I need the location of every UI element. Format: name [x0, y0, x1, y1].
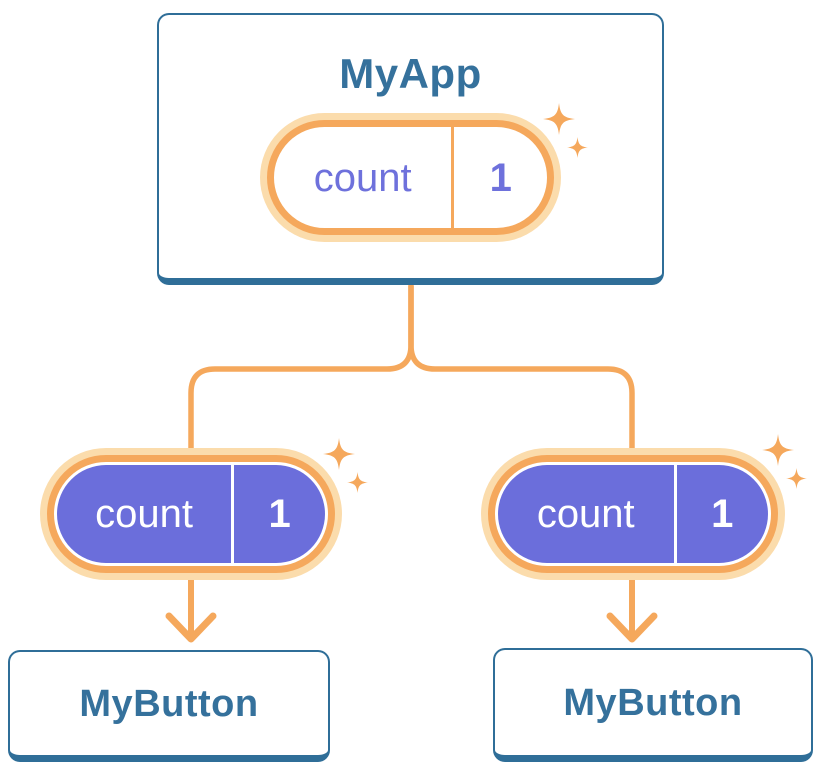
myapp-card-title: MyApp	[339, 50, 482, 97]
mybutton-card-right: MyButton	[493, 648, 813, 762]
state-pill-root: count 1	[267, 120, 554, 235]
sparkle-icon	[762, 434, 807, 489]
sparkle-icon	[323, 438, 368, 493]
prop-pill-right: count 1	[488, 455, 778, 573]
prop-value: 1	[711, 492, 734, 536]
prop-value: 1	[268, 492, 291, 536]
connector-branch-right	[408, 283, 635, 533]
sparkle-icon	[543, 103, 588, 158]
mybutton-card-title: MyButton	[79, 682, 259, 725]
pill-divider	[231, 465, 235, 563]
prop-pill-left: count 1	[47, 455, 335, 573]
state-value: 1	[489, 155, 512, 200]
pill-divider	[673, 465, 677, 563]
mybutton-card-left: MyButton	[8, 650, 330, 762]
mybutton-card-title: MyButton	[563, 681, 743, 724]
state-name: count	[313, 155, 412, 200]
prop-name: count	[536, 492, 635, 536]
pill-divider	[451, 127, 455, 228]
prop-name: count	[95, 492, 194, 536]
